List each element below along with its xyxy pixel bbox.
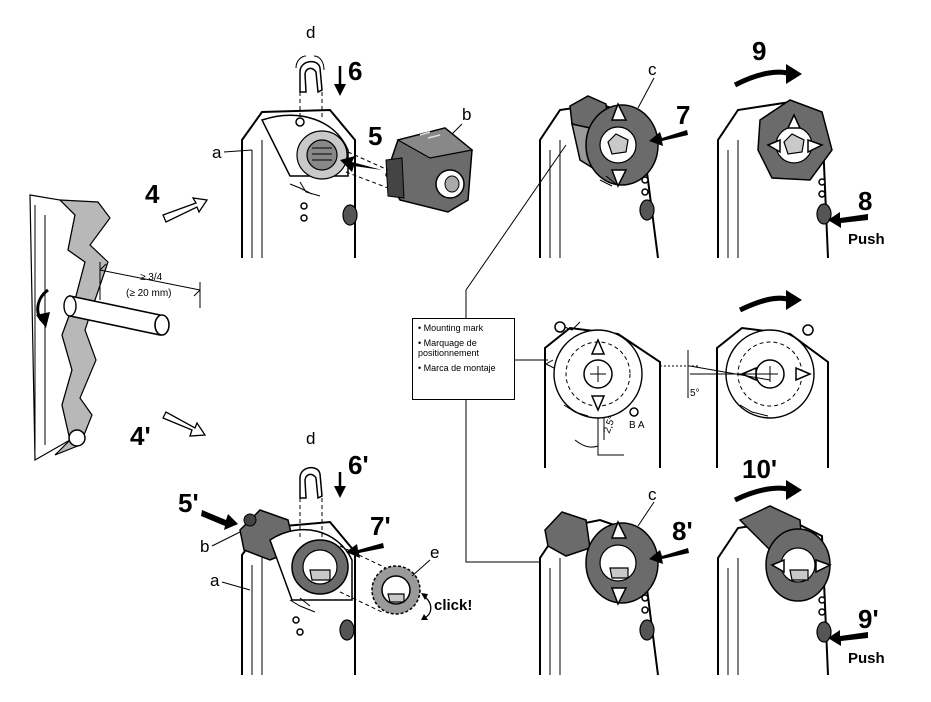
step-7-actuator: c 7 <box>539 60 690 259</box>
step-4p-label: 4' <box>130 421 151 451</box>
step-10p-label: 10' <box>742 454 777 484</box>
push-label-bottom: Push <box>848 650 885 667</box>
ba-label: B A <box>629 420 645 431</box>
label-a-bottom: a <box>210 571 220 590</box>
angle-5-label: 5° <box>690 388 700 399</box>
actuator-top-assembly: 5 d 6 a b <box>212 23 474 258</box>
label-c-bottom: c <box>648 485 657 504</box>
click-label: click! <box>434 597 472 614</box>
label-a-top: a <box>212 143 222 162</box>
step-9-label: 9 <box>752 36 766 66</box>
step-9-actuator: 9 8 Push <box>717 36 885 259</box>
label-d-top: d <box>306 23 315 42</box>
label-c-top: c <box>648 60 657 79</box>
step-6-label: 6 <box>348 56 362 86</box>
step-4-label: 4 <box>145 179 160 209</box>
step-9p-label: 9' <box>858 604 879 634</box>
label-d-bottom: d <box>306 429 315 448</box>
mounting-mark-detail: B A 2,5° <box>544 321 661 468</box>
step-5p-label: 5' <box>178 488 199 518</box>
legend-item-en: • Mounting mark <box>418 323 484 333</box>
label-e: e <box>430 543 439 562</box>
shaft-length-label: ≥ 3/4 <box>140 272 163 283</box>
mounting-mark-legend: • Mounting mark • Marquage de positionne… <box>412 318 515 400</box>
rotation-detail: 5° <box>660 290 829 468</box>
legend-connectors <box>465 144 567 563</box>
legend-item-fr: • Marquage de positionnement <box>418 338 480 358</box>
step-8p-actuator: c 8' <box>539 485 693 676</box>
step-10p-actuator: 10' 9' Push <box>717 454 885 676</box>
step-7-label: 7 <box>676 100 690 130</box>
step-5-label: 5 <box>368 121 382 151</box>
step-8-label: 8 <box>858 186 872 216</box>
push-label-top: Push <box>848 231 885 248</box>
actuator-bottom-assembly: e click! d 6' 7' 5' b a <box>178 429 472 675</box>
step-7p-label: 7' <box>370 511 391 541</box>
step-4p-arrow: 4' <box>130 411 207 451</box>
label-b-bottom: b <box>200 537 209 556</box>
legend-text-en: Mounting mark <box>423 323 484 333</box>
legend-text-es: Marca de montaje <box>423 363 496 373</box>
legend-item-es: • Marca de montaje <box>418 363 496 373</box>
shaft-length-metric-label: (≥ 20 mm) <box>126 288 172 299</box>
legend-text-fr: Marquage de positionnement <box>418 338 480 358</box>
step-4-arrow: 4 <box>145 179 209 223</box>
damper-shaft-assembly: ≥ 3/4 (≥ 20 mm) <box>29 194 201 462</box>
label-b-top: b <box>462 105 471 124</box>
step-8p-label: 8' <box>672 516 693 546</box>
step-6p-label: 6' <box>348 450 369 480</box>
